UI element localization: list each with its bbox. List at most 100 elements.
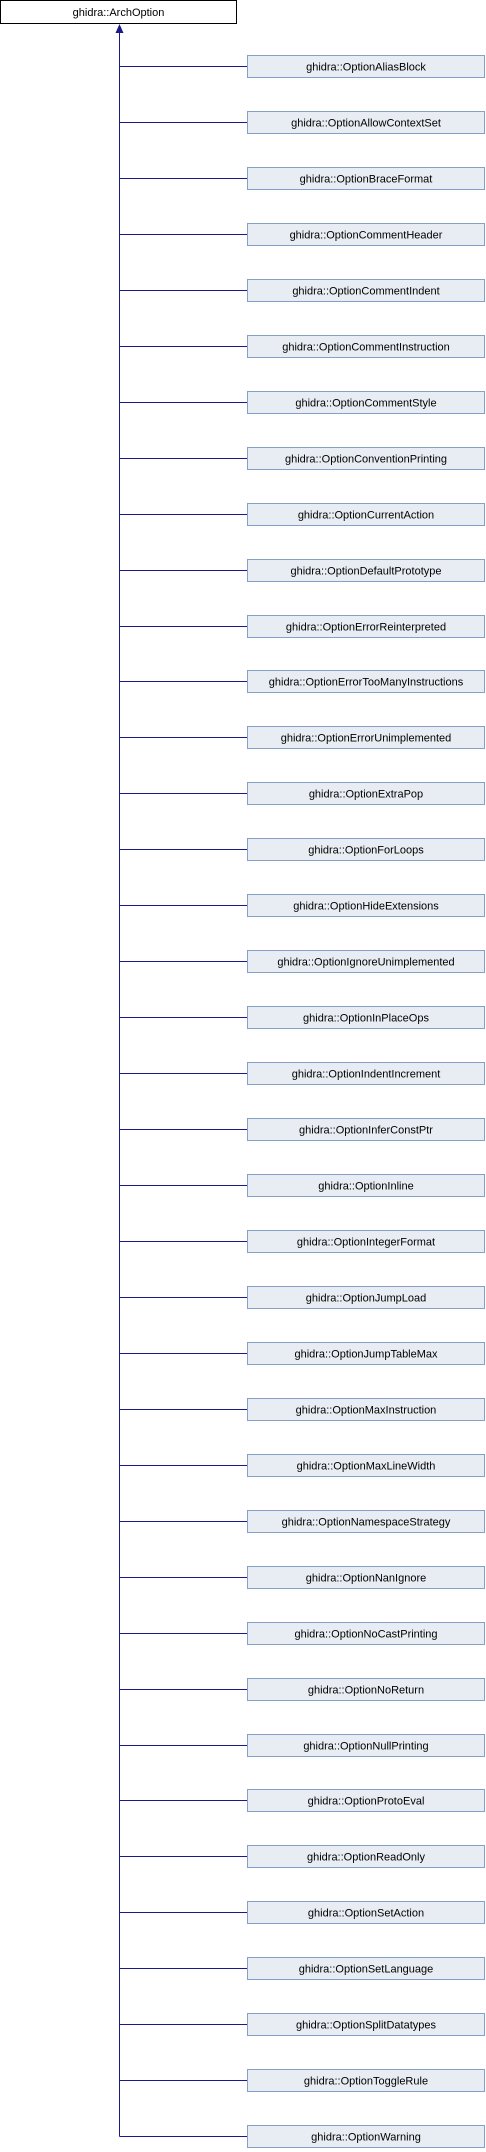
derived-class-node[interactable]: ghidra::OptionNullPrinting bbox=[247, 1734, 485, 1757]
derived-class-box bbox=[247, 1230, 485, 1253]
derived-class-node[interactable]: ghidra::OptionSetLanguage bbox=[247, 1957, 485, 1980]
derived-class-node[interactable]: ghidra::OptionCommentHeader bbox=[247, 223, 485, 246]
derived-class-node[interactable]: ghidra::OptionReadOnly bbox=[247, 1845, 485, 1868]
derived-class-node[interactable]: ghidra::OptionForLoops bbox=[247, 838, 485, 861]
derived-class-box bbox=[247, 1678, 485, 1701]
derived-class-label: ghidra::OptionNoReturn bbox=[308, 1685, 424, 1697]
derived-class-label: ghidra::OptionAllowContextSet bbox=[291, 118, 441, 130]
derived-class-node[interactable]: ghidra::OptionJumpTableMax bbox=[247, 1342, 485, 1365]
derived-class-label: ghidra::OptionInferConstPtr bbox=[299, 1125, 433, 1137]
derived-class-box bbox=[247, 2069, 485, 2092]
derived-class-node[interactable]: ghidra::OptionErrorReinterpreted bbox=[247, 615, 485, 638]
derived-class-nodes: ghidra::OptionAliasBlockghidra::OptionAl… bbox=[247, 55, 485, 2148]
derived-class-node[interactable]: ghidra::OptionIgnoreUnimplemented bbox=[247, 950, 485, 973]
derived-class-node[interactable]: ghidra::OptionSetAction bbox=[247, 1901, 485, 1924]
derived-class-box bbox=[247, 670, 485, 693]
derived-class-box bbox=[247, 447, 485, 470]
base-class-label: ghidra::ArchOption bbox=[73, 7, 165, 19]
derived-class-box bbox=[247, 1566, 485, 1589]
derived-class-node[interactable]: ghidra::OptionWarning bbox=[247, 2125, 485, 2148]
derived-class-label: ghidra::OptionCommentIndent bbox=[292, 286, 439, 298]
derived-class-label: ghidra::OptionForLoops bbox=[308, 845, 424, 857]
derived-class-node[interactable]: ghidra::OptionNanIgnore bbox=[247, 1566, 485, 1589]
derived-class-node[interactable]: ghidra::OptionCommentIndent bbox=[247, 279, 485, 302]
derived-class-box bbox=[247, 2013, 485, 2036]
derived-class-node[interactable]: ghidra::OptionNoCastPrinting bbox=[247, 1622, 485, 1645]
derived-class-node[interactable]: ghidra::OptionIndentIncrement bbox=[247, 1062, 485, 1085]
derived-class-box bbox=[247, 1062, 485, 1085]
derived-class-box bbox=[247, 950, 485, 973]
derived-class-node[interactable]: ghidra::OptionAllowContextSet bbox=[247, 111, 485, 134]
derived-class-node[interactable]: ghidra::OptionToggleRule bbox=[247, 2069, 485, 2092]
derived-class-label: ghidra::OptionDefaultPrototype bbox=[290, 566, 441, 578]
derived-class-box bbox=[247, 2125, 485, 2148]
base-class-node[interactable]: ghidra::ArchOption bbox=[0, 0, 237, 24]
derived-class-node[interactable]: ghidra::OptionSplitDatatypes bbox=[247, 2013, 485, 2036]
derived-class-label: ghidra::OptionProtoEval bbox=[308, 1796, 425, 1808]
inheritance-arrowhead bbox=[115, 24, 124, 33]
derived-class-box bbox=[247, 1342, 485, 1365]
derived-class-node[interactable]: ghidra::OptionDefaultPrototype bbox=[247, 559, 485, 582]
derived-class-node[interactable]: ghidra::OptionHideExtensions bbox=[247, 894, 485, 917]
derived-class-node[interactable]: ghidra::OptionCommentStyle bbox=[247, 391, 485, 414]
derived-class-label: ghidra::OptionExtraPop bbox=[309, 789, 423, 801]
derived-class-node[interactable]: ghidra::OptionBraceFormat bbox=[247, 167, 485, 190]
derived-class-label: ghidra::OptionReadOnly bbox=[307, 1852, 426, 1864]
derived-class-node[interactable]: ghidra::OptionInline bbox=[247, 1174, 485, 1197]
base-class-box bbox=[0, 0, 237, 24]
derived-class-label: ghidra::OptionNanIgnore bbox=[306, 1573, 426, 1585]
derived-class-box bbox=[247, 1174, 485, 1197]
derived-class-box bbox=[247, 167, 485, 190]
derived-class-node[interactable]: ghidra::OptionExtraPop bbox=[247, 782, 485, 805]
derived-class-node[interactable]: ghidra::OptionJumpLoad bbox=[247, 1286, 485, 1309]
derived-class-node[interactable]: ghidra::OptionMaxInstruction bbox=[247, 1398, 485, 1421]
derived-class-box bbox=[247, 1622, 485, 1645]
derived-class-box bbox=[247, 503, 485, 526]
derived-class-label: ghidra::OptionSetAction bbox=[308, 1908, 424, 1920]
derived-class-label: ghidra::OptionToggleRule bbox=[304, 2076, 428, 2088]
derived-class-box bbox=[247, 1118, 485, 1141]
derived-class-label: ghidra::OptionErrorUnimplemented bbox=[281, 733, 452, 745]
derived-class-box bbox=[247, 1454, 485, 1477]
derived-class-label: ghidra::OptionHideExtensions bbox=[293, 901, 439, 913]
derived-class-label: ghidra::OptionInPlaceOps bbox=[303, 1013, 429, 1025]
derived-class-box bbox=[247, 391, 485, 414]
derived-class-label: ghidra::OptionNamespaceStrategy bbox=[282, 1517, 451, 1529]
derived-class-box bbox=[247, 279, 485, 302]
derived-class-label: ghidra::OptionInline bbox=[318, 1181, 413, 1193]
derived-class-node[interactable]: ghidra::OptionCurrentAction bbox=[247, 503, 485, 526]
derived-class-box bbox=[247, 335, 485, 358]
derived-class-label: ghidra::OptionCommentHeader bbox=[290, 230, 443, 242]
derived-class-box bbox=[247, 615, 485, 638]
derived-class-label: ghidra::OptionAliasBlock bbox=[306, 62, 426, 74]
derived-class-box bbox=[247, 894, 485, 917]
derived-class-node[interactable]: ghidra::OptionErrorUnimplemented bbox=[247, 726, 485, 749]
derived-class-node[interactable]: ghidra::OptionNamespaceStrategy bbox=[247, 1510, 485, 1533]
derived-class-node[interactable]: ghidra::OptionIntegerFormat bbox=[247, 1230, 485, 1253]
derived-class-node[interactable]: ghidra::OptionMaxLineWidth bbox=[247, 1454, 485, 1477]
derived-class-node[interactable]: ghidra::OptionConventionPrinting bbox=[247, 447, 485, 470]
derived-class-label: ghidra::OptionIgnoreUnimplemented bbox=[277, 957, 454, 969]
derived-class-node[interactable]: ghidra::OptionCommentInstruction bbox=[247, 335, 485, 358]
derived-class-label: ghidra::OptionWarning bbox=[311, 2132, 421, 2144]
derived-class-box bbox=[247, 559, 485, 582]
derived-class-node[interactable]: ghidra::OptionErrorTooManyInstructions bbox=[247, 670, 485, 693]
derived-class-label: ghidra::OptionJumpTableMax bbox=[294, 1349, 438, 1361]
derived-class-label: ghidra::OptionSplitDatatypes bbox=[296, 2020, 437, 2032]
derived-class-node[interactable]: ghidra::OptionInferConstPtr bbox=[247, 1118, 485, 1141]
derived-class-node[interactable]: ghidra::OptionAliasBlock bbox=[247, 55, 485, 78]
derived-class-label: ghidra::OptionCommentInstruction bbox=[282, 342, 450, 354]
derived-class-label: ghidra::OptionMaxInstruction bbox=[296, 1405, 437, 1417]
derived-class-label: ghidra::OptionMaxLineWidth bbox=[297, 1461, 436, 1473]
derived-class-node[interactable]: ghidra::OptionNoReturn bbox=[247, 1678, 485, 1701]
derived-class-box bbox=[247, 1006, 485, 1029]
derived-class-label: ghidra::OptionSetLanguage bbox=[299, 1964, 434, 1976]
derived-class-node[interactable]: ghidra::OptionInPlaceOps bbox=[247, 1006, 485, 1029]
derived-class-box bbox=[247, 1901, 485, 1924]
derived-class-node[interactable]: ghidra::OptionProtoEval bbox=[247, 1789, 485, 1812]
derived-class-label: ghidra::OptionJumpLoad bbox=[306, 1293, 426, 1305]
derived-class-box bbox=[247, 726, 485, 749]
derived-class-box bbox=[247, 1789, 485, 1812]
derived-class-box bbox=[247, 1957, 485, 1980]
